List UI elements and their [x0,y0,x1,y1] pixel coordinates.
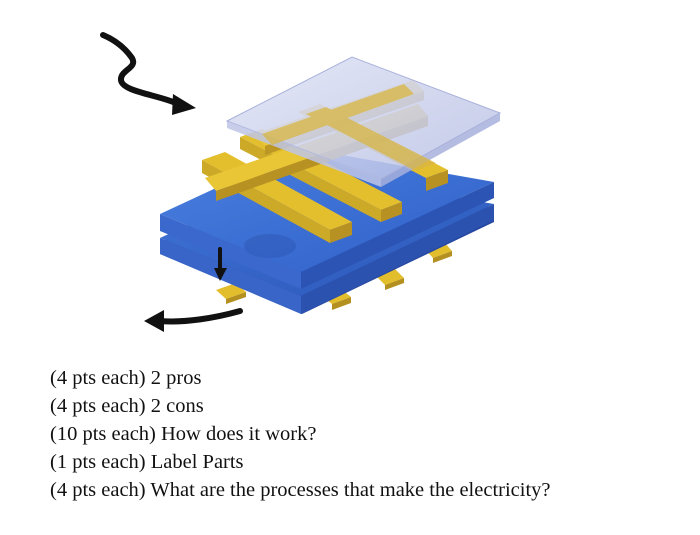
question-pros: (4 pts each) 2 pros [50,367,202,389]
question-cons: (4 pts each) 2 cons [50,395,204,417]
down-arrow [214,247,227,281]
question-label-parts: (1 pts each) Label Parts [50,451,244,473]
incoming-light-arrow [100,32,196,115]
question-processes: (4 pts each) What are the processes that… [50,479,551,501]
question-list: (4 pts each) 2 pros (4 pts each) 2 cons … [50,364,551,504]
gold-grid-through-glass [262,84,436,171]
question-how-it-works: (10 pts each) How does it work? [50,423,317,445]
solar-cell-diagram [100,32,502,332]
outgoing-arrow [144,308,243,332]
